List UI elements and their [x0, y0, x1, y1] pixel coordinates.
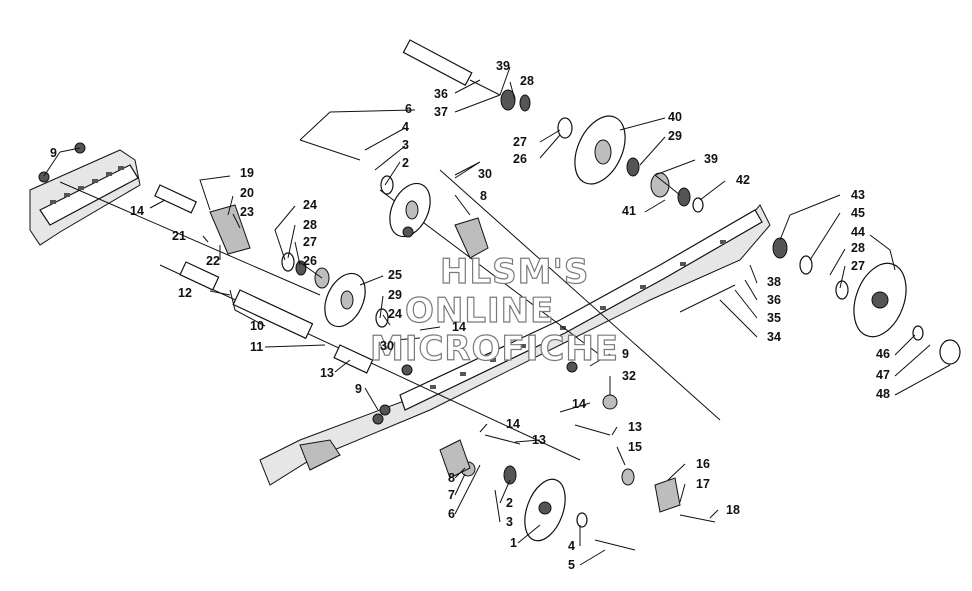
watermark-line-3: MICROFICHE [370, 329, 619, 369]
callout-label: 40 [668, 110, 682, 124]
callout-label: 39 [496, 59, 510, 73]
callout-label: 3 [506, 515, 513, 529]
callout-label: 27 [851, 259, 865, 273]
watermark-line-1: HLSM'S [440, 252, 589, 292]
callout-label: 13 [628, 420, 642, 434]
callout-label: 2 [402, 156, 409, 170]
callout-label: 44 [851, 225, 865, 239]
wheels [324, 115, 961, 542]
callout-label: 27 [513, 135, 527, 149]
callout-label: 30 [380, 339, 394, 353]
callout-label: 14 [572, 397, 586, 411]
callout-label: 30 [478, 167, 492, 181]
watermark: HLSM'S ONLINE MICROFICHE [369, 251, 619, 369]
callout-label: 9 [50, 146, 57, 160]
callout-label: 45 [851, 206, 865, 220]
callout-label: 1 [510, 536, 517, 550]
callout-label: 21 [172, 229, 186, 243]
callout-label: 17 [696, 477, 710, 491]
callout-label: 25 [388, 268, 402, 282]
callout-label: 4 [568, 539, 575, 553]
callout-label: 9 [622, 347, 629, 361]
callout-label: 13 [532, 433, 546, 447]
callout-label: 3 [402, 138, 409, 152]
callout-label: 14 [452, 320, 466, 334]
callout-label: 26 [513, 152, 527, 166]
callout-label: 34 [767, 330, 781, 344]
callout-label: 14 [130, 204, 144, 218]
callout-label: 26 [303, 254, 317, 268]
callout-label: 28 [851, 241, 865, 255]
callout-label: 15 [628, 440, 642, 454]
callout-label: 27 [303, 235, 317, 249]
callout-label: 39 [704, 152, 718, 166]
callout-label: 18 [726, 503, 740, 517]
callout-label: 12 [178, 286, 192, 300]
leader-lines [43, 66, 951, 566]
callout-label: 16 [696, 457, 710, 471]
callout-label: 6 [448, 507, 455, 521]
callout-label: 36 [434, 87, 448, 101]
callout-label: 29 [388, 288, 402, 302]
callout-label: 4 [402, 120, 409, 134]
callout-label: 8 [480, 189, 487, 203]
callout-label: 5 [568, 558, 575, 572]
callout-label: 42 [736, 173, 750, 187]
callout-label: 20 [240, 186, 254, 200]
callout-label: 13 [320, 366, 334, 380]
right-rail [259, 204, 771, 486]
callout-label: 14 [506, 417, 520, 431]
callout-label: 29 [668, 129, 682, 143]
callout-label: 46 [876, 347, 890, 361]
callout-label: 48 [876, 387, 890, 401]
spacers [38, 89, 924, 528]
callout-label: 8 [448, 471, 455, 485]
callout-label: 38 [767, 275, 781, 289]
callout-label: 47 [876, 368, 890, 382]
callout-label: 22 [206, 254, 220, 268]
callout-label: 9 [355, 382, 362, 396]
callout-label: 24 [388, 307, 402, 321]
shafts [59, 39, 721, 461]
callout-label: 41 [622, 204, 636, 218]
callout-label: 32 [622, 369, 636, 383]
callout-label: 6 [405, 102, 412, 116]
callout-label: 35 [767, 311, 781, 325]
callout-label: 43 [851, 188, 865, 202]
callout-label: 37 [434, 105, 448, 119]
callout-label: 2 [506, 496, 513, 510]
callout-label: 23 [240, 205, 254, 219]
callout-label: 10 [250, 319, 264, 333]
callout-label: 28 [520, 74, 534, 88]
callout-label: 36 [767, 293, 781, 307]
callout-label: 19 [240, 166, 254, 180]
callout-label: 28 [303, 218, 317, 232]
callout-labels: 6 4 3 2 30 8 9 14 19 20 23 21 22 24 28 2… [50, 59, 890, 572]
left-rail [29, 149, 141, 246]
callout-label: 7 [448, 488, 455, 502]
callout-label: 11 [250, 340, 263, 354]
watermark-line-2: ONLINE [405, 291, 554, 331]
callout-label: 24 [303, 198, 317, 212]
